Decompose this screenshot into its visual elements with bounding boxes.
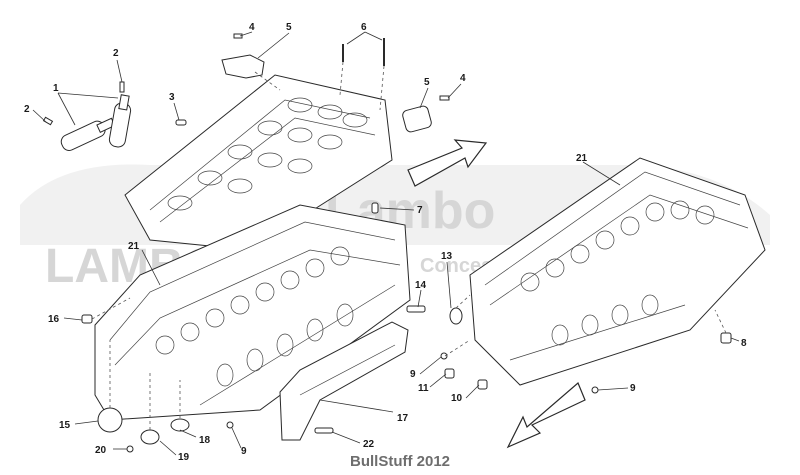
callout-19: 19 [178, 452, 190, 463]
callout-8: 8 [741, 338, 747, 349]
long-bolts [342, 38, 385, 66]
callout-16: 16 [48, 314, 60, 325]
guide-lines [91, 61, 727, 430]
right-cylinder-head [469, 157, 766, 386]
direction-arrow-up [407, 139, 488, 187]
heat-shield [279, 321, 409, 441]
callout-9-center: 9 [410, 369, 416, 380]
callout-1: 1 [53, 83, 59, 94]
callout-7: 7 [417, 205, 423, 216]
callout-17: 17 [397, 413, 409, 424]
callout-21-right: 21 [576, 153, 588, 164]
caption: BullStuff 2012 [350, 453, 450, 470]
direction-arrow-down [506, 382, 586, 449]
callout-18: 18 [199, 435, 211, 446]
solenoid-valves [60, 94, 132, 152]
callout-22: 22 [363, 439, 375, 450]
callout-5-top: 5 [286, 22, 292, 33]
callout-14: 14 [415, 280, 427, 291]
callout-13: 13 [441, 251, 453, 262]
left-cylinder-head [94, 204, 411, 421]
callout-4-right: 4 [460, 73, 466, 84]
camshaft-sensor-right [402, 105, 432, 133]
callout-21-left: 21 [128, 241, 140, 252]
callout-2-left: 2 [24, 104, 30, 115]
camshaft-sensor-left [221, 54, 265, 79]
callout-15: 15 [59, 420, 71, 431]
callout-9-bottom: 9 [241, 446, 247, 457]
callout-6: 6 [361, 22, 367, 33]
callout-9-right: 9 [630, 383, 636, 394]
callout-20: 20 [95, 445, 107, 456]
callout-10: 10 [451, 393, 463, 404]
leader-lines [32, 31, 740, 456]
callout-5-right: 5 [424, 77, 430, 88]
cam-carrier-frame [124, 74, 393, 251]
callout-3: 3 [169, 92, 175, 103]
callout-2-top: 2 [113, 48, 119, 59]
callout-11: 11 [418, 383, 429, 394]
callout-4-top: 4 [249, 22, 255, 33]
callout-numbers: 1 2 2 3 4 4 5 5 6 7 8 9 9 9 10 11 13 14 … [24, 22, 747, 463]
